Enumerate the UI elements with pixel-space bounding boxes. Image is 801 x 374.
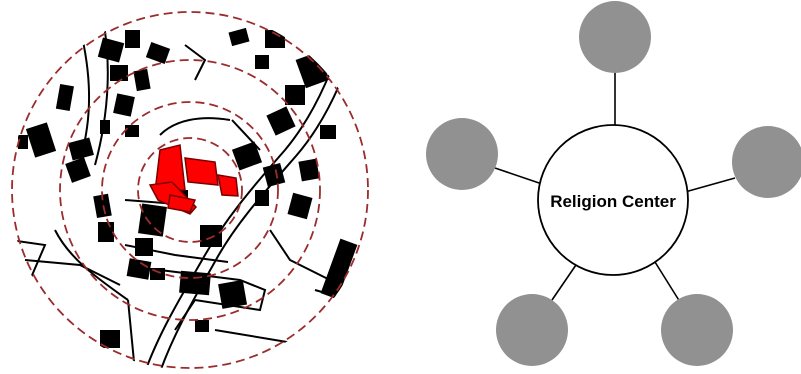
ring-third: [59, 59, 321, 321]
ring-inner: [137, 137, 243, 243]
hub-diagram: Religion Center: [426, 1, 801, 366]
connector-bottom-right: [654, 261, 681, 303]
temple-building-4: [217, 174, 239, 197]
satellite-node-bottom-right: [661, 294, 733, 366]
satellite-node-bottom-left: [496, 294, 568, 366]
ring-second: [101, 101, 279, 279]
connectors: [494, 65, 736, 303]
connector-right: [684, 177, 736, 193]
religion-center-node: [537, 124, 689, 276]
satellite-node-top: [579, 1, 651, 73]
temple-building-5: [167, 194, 197, 213]
temple-building-2: [184, 157, 219, 186]
satellite-node-right: [732, 126, 801, 198]
connector-bottom-left: [551, 261, 579, 301]
satellite-nodes: [426, 1, 801, 366]
village-map: [10, 10, 369, 370]
influence-rings: [11, 11, 369, 369]
buildings: [18, 27, 358, 348]
ring-outer: [11, 11, 369, 369]
center-label: Religion Center: [550, 192, 676, 211]
temple-building-1: [154, 144, 186, 193]
connector-left: [494, 167, 546, 186]
religious-buildings: [148, 144, 239, 215]
satellite-node-left: [426, 118, 498, 190]
